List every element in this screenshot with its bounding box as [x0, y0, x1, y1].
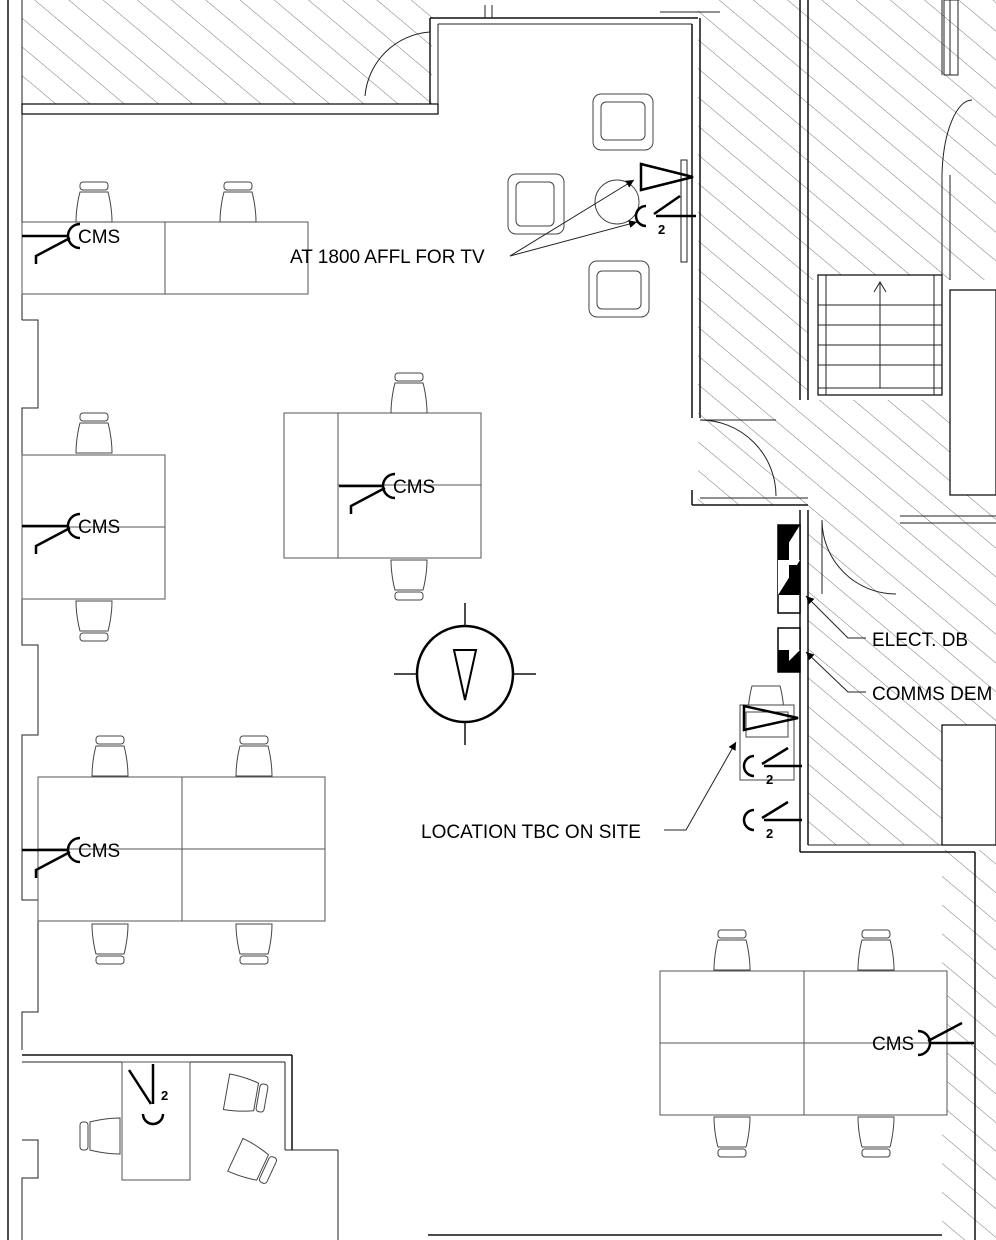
- circuit-number: 2: [161, 1088, 168, 1103]
- tv-symbols: [639, 162, 799, 732]
- cms-label: CMS: [872, 1034, 914, 1055]
- doors: [364, 0, 973, 595]
- staircase: [817, 274, 943, 396]
- cms-label: CMS: [393, 477, 435, 498]
- circuit-number: 2: [766, 826, 773, 841]
- cms-label: CMS: [78, 841, 120, 862]
- elect-db-label: ELECT. DB: [872, 630, 968, 651]
- data-outlets: 2 2 2 2: [127, 194, 802, 1126]
- cms-label: CMS: [78, 517, 120, 538]
- circuit-number: 2: [766, 772, 773, 787]
- cms-label: CMS: [78, 227, 120, 248]
- cms-outlets: CMS CMS CMS CMS CMS: [22, 222, 974, 1057]
- location-note: LOCATION TBC ON SITE: [421, 822, 641, 843]
- tv-mount-note: AT 1800 AFFL FOR TV: [290, 247, 485, 268]
- desks: [21, 221, 948, 1181]
- annotations: AT 1800 AFFL FOR TV LOCATION TBC ON SITE…: [290, 179, 992, 843]
- ceiling-tv-symbol: [394, 603, 536, 745]
- comms-label: COMMS DEM: [872, 684, 992, 705]
- electrical-panels: [777, 524, 801, 673]
- circuit-number: 2: [658, 222, 665, 237]
